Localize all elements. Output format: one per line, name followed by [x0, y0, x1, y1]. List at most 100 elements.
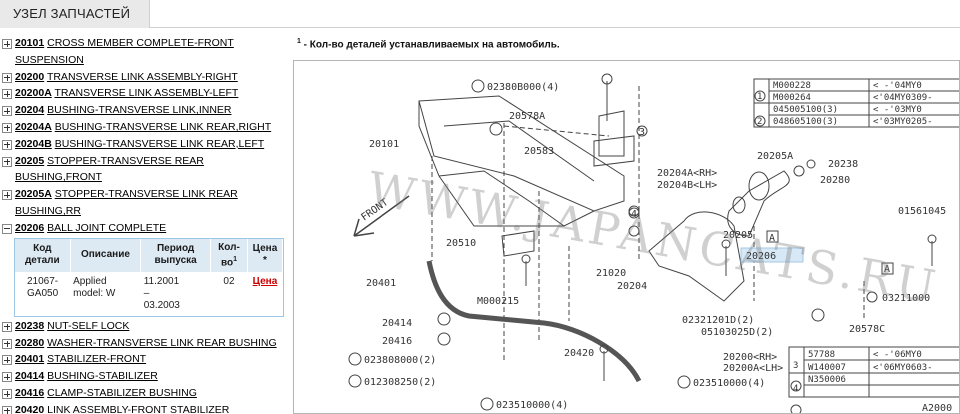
part-name[interactable]: CROSS MEMBER COMPLETE-FRONT SUSPENSION	[15, 37, 234, 66]
part-link[interactable]: 20204 BUSHING-TRANSVERSE LINK,INNER	[15, 102, 290, 119]
part-name[interactable]: STOPPER-TRANSVERSE LINK REAR BUSHING,RR	[15, 188, 238, 217]
part-row[interactable]: 20205 STOPPER-TRANSVERSE REAR BUSHING,FR…	[0, 153, 290, 187]
expand-icon[interactable]	[2, 89, 12, 100]
part-link[interactable]: 20414 BUSHING-STABILIZER	[15, 368, 290, 385]
expand-icon[interactable]	[2, 72, 12, 83]
legend-bottom-code-2: W140007	[808, 363, 846, 373]
price-link[interactable]: Цена	[252, 275, 278, 287]
part-name[interactable]: NUT-SELF LOCK	[47, 319, 130, 332]
part-row[interactable]: 20205A STOPPER-TRANSVERSE LINK REAR BUSH…	[0, 186, 290, 220]
callout-20204: 20204	[617, 281, 647, 292]
part-link[interactable]: 20200A TRANSVERSE LINK ASSEMBLY-LEFT	[15, 85, 290, 102]
part-link[interactable]: 20204A BUSHING-TRANSVERSE LINK REAR,RIGH…	[15, 119, 290, 136]
part-name[interactable]: TRANSVERSE LINK ASSEMBLY-RIGHT	[46, 70, 238, 83]
col-period: Период выпуска	[140, 238, 212, 272]
part-name[interactable]: CLAMP-STABILIZER BUSHING	[47, 387, 197, 400]
expand-icon[interactable]	[2, 106, 12, 117]
expand-icon[interactable]	[2, 122, 12, 133]
callout-3: 3	[639, 127, 645, 138]
part-link[interactable]: 20401 STABILIZER-FRONT	[15, 351, 290, 368]
expand-icon[interactable]	[2, 321, 12, 332]
part-name[interactable]: LINK ASSEMBLY-FRONT STABILIZER	[47, 403, 230, 414]
part-name[interactable]: BALL JOINT COMPLETE	[47, 221, 167, 234]
part-code[interactable]: 20206	[15, 221, 45, 234]
part-name[interactable]: STABILIZER-FRONT	[47, 353, 147, 366]
expand-icon[interactable]	[2, 405, 12, 414]
part-code[interactable]: 20204B	[15, 137, 52, 150]
tab-parts-assembly[interactable]: УЗЕЛ ЗАПЧАСТЕЙ	[0, 0, 150, 28]
cell-part-no: 21067-GA050	[27, 275, 59, 299]
part-row[interactable]: 20238 NUT-SELF LOCK	[0, 318, 290, 335]
callout-20205: 20205	[723, 230, 753, 241]
part-code[interactable]: 20280	[15, 336, 45, 349]
part-code[interactable]: 20205A	[15, 188, 52, 201]
collapse-icon[interactable]	[2, 223, 12, 234]
part-link[interactable]: 20206 BALL JOINT COMPLETE	[15, 220, 290, 237]
legend-bottom-range-1: < -'06MY0	[873, 350, 922, 360]
expand-icon[interactable]	[2, 190, 12, 201]
part-row[interactable]: 20416 CLAMP-STABILIZER BUSHING	[0, 385, 290, 402]
part-row[interactable]: 20204A BUSHING-TRANSVERSE LINK REAR,RIGH…	[0, 119, 290, 136]
part-link[interactable]: 20205 STOPPER-TRANSVERSE REAR BUSHING,FR…	[15, 153, 290, 187]
part-row[interactable]: 20204 BUSHING-TRANSVERSE LINK,INNER	[0, 102, 290, 119]
callout-012308250: 012308250(2)	[364, 377, 436, 388]
part-name[interactable]: TRANSVERSE LINK ASSEMBLY-LEFT	[54, 87, 239, 100]
expand-icon[interactable]	[2, 372, 12, 383]
legend-top-num-2: 2	[757, 117, 762, 127]
part-link[interactable]: 20416 CLAMP-STABILIZER BUSHING	[15, 385, 290, 402]
expand-icon[interactable]	[2, 39, 12, 49]
part-link[interactable]: 20200 TRANSVERSE LINK ASSEMBLY-RIGHT	[15, 69, 290, 86]
part-row[interactable]: 20280 WASHER-TRANSVERSE LINK REAR BUSHIN…	[0, 335, 290, 352]
expand-icon[interactable]	[2, 389, 12, 400]
part-code[interactable]: 20200A	[15, 87, 52, 100]
legend-top-code-4: 048605100(3)	[773, 117, 838, 127]
part-row[interactable]: 20401 STABILIZER-FRONT	[0, 351, 290, 368]
part-link[interactable]: 20420 LINK ASSEMBLY-FRONT STABILIZER	[15, 402, 290, 414]
part-row[interactable]: 20206 BALL JOINT COMPLETE	[0, 220, 290, 237]
part-name[interactable]: STOPPER-TRANSVERSE REAR BUSHING,FRONT	[15, 154, 204, 184]
parts-diagram[interactable]: 02380B000(4) 20578A 20101 20583 20204A<R…	[293, 60, 960, 414]
part-name[interactable]: BUSHING-TRANSVERSE LINK REAR,RIGHT	[54, 120, 272, 133]
part-name[interactable]: BUSHING-TRANSVERSE LINK,INNER	[47, 104, 232, 117]
col-description: Описание	[70, 238, 142, 272]
part-name[interactable]: BUSHING-TRANSVERSE LINK REAR,LEFT	[54, 137, 265, 150]
expand-icon[interactable]	[2, 139, 12, 150]
part-link[interactable]: 20204B BUSHING-TRANSVERSE LINK REAR,LEFT	[15, 136, 290, 153]
part-code[interactable]: 20414	[15, 370, 45, 383]
part-code[interactable]: 20205	[15, 154, 45, 167]
part-row[interactable]: 20200 TRANSVERSE LINK ASSEMBLY-RIGHT	[0, 69, 290, 86]
part-row[interactable]: 20200A TRANSVERSE LINK ASSEMBLY-LEFT	[0, 85, 290, 102]
part-row[interactable]: 20101 CROSS MEMBER COMPLETE-FRONT SUSPEN…	[0, 35, 290, 69]
part-code[interactable]: 20238	[15, 319, 45, 332]
legend-bottom-num-3: 3	[793, 361, 798, 371]
part-link[interactable]: 20101 CROSS MEMBER COMPLETE-FRONT SUSPEN…	[15, 35, 290, 69]
col-qty: Кол-во1	[210, 238, 248, 272]
part-code[interactable]: 20420	[15, 403, 45, 414]
expand-icon[interactable]	[2, 156, 12, 167]
front-label: FRONT	[359, 197, 390, 223]
box-a-lower: A	[884, 264, 890, 275]
callout-4: 4	[631, 209, 637, 220]
expand-icon[interactable]	[2, 338, 12, 349]
legend-top-code-3: 045005100(3)	[773, 105, 838, 115]
part-link[interactable]: 20238 NUT-SELF LOCK	[15, 318, 290, 335]
part-code[interactable]: 20204A	[15, 120, 52, 133]
part-link[interactable]: 20280 WASHER-TRANSVERSE LINK REAR BUSHIN…	[15, 335, 290, 352]
callout-20578C: 20578C	[849, 324, 885, 335]
part-name[interactable]: WASHER-TRANSVERSE LINK REAR BUSHING	[47, 336, 277, 349]
part-code[interactable]: 20101	[15, 37, 45, 49]
header-bar: УЗЕЛ ЗАПЧАСТЕЙ	[0, 0, 960, 28]
part-code[interactable]: 20401	[15, 353, 45, 366]
part-code[interactable]: 20204	[15, 104, 45, 117]
callout-20205A: 20205A	[757, 151, 793, 162]
part-row[interactable]: 20414 BUSHING-STABILIZER	[0, 368, 290, 385]
part-row[interactable]: 20204B BUSHING-TRANSVERSE LINK REAR,LEFT	[0, 136, 290, 153]
part-name[interactable]: BUSHING-STABILIZER	[47, 370, 158, 383]
part-row[interactable]: 20420 LINK ASSEMBLY-FRONT STABILIZER	[0, 402, 290, 414]
part-link[interactable]: 20205A STOPPER-TRANSVERSE LINK REAR BUSH…	[15, 186, 290, 220]
part-code[interactable]: 20416	[15, 387, 45, 400]
expand-icon[interactable]	[2, 355, 12, 366]
part-code[interactable]: 20200	[15, 70, 45, 83]
